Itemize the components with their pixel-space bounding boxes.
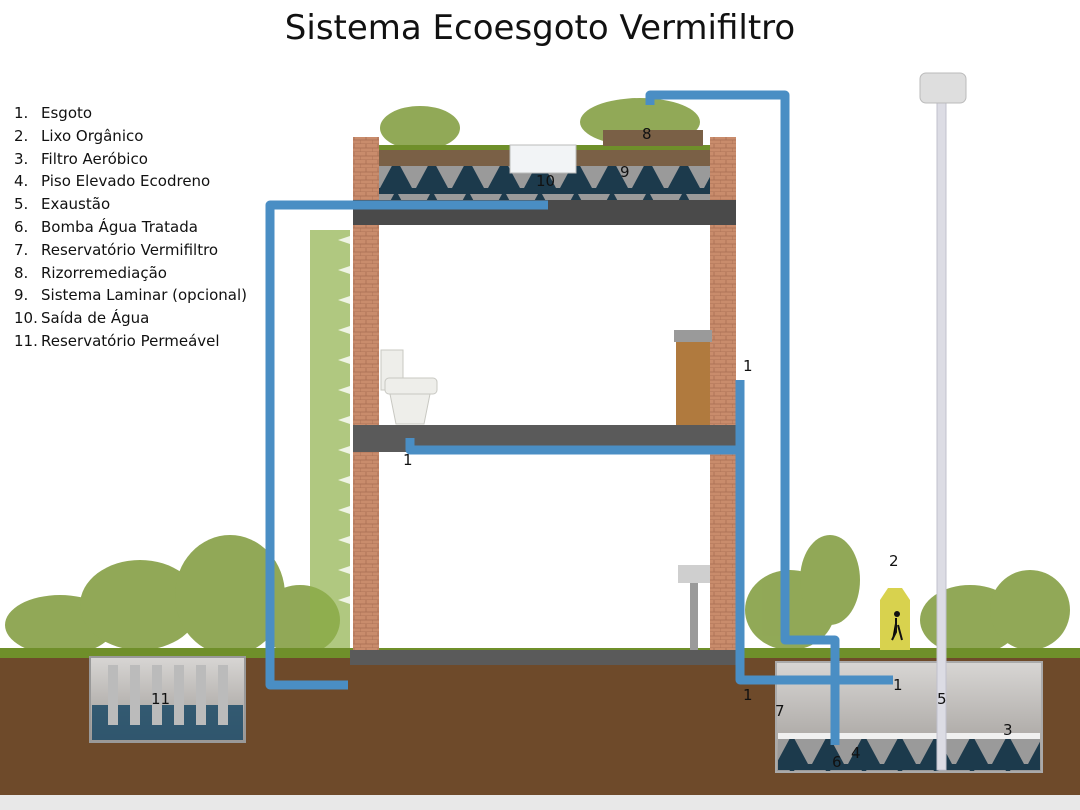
- legend-item: 7.Reservatório Vermifiltro: [14, 240, 219, 259]
- raised-floor: [778, 739, 1040, 771]
- exhaust-pole: [936, 99, 947, 771]
- label-1-sewage: 1: [743, 357, 753, 375]
- legend-item: 9.Sistema Laminar (opcional): [14, 286, 248, 305]
- legend-item: 2.Lixo Orgânico: [14, 126, 144, 145]
- sewage-pipe-main: [735, 380, 893, 685]
- ground-slab: [350, 650, 740, 665]
- label-1-tank: 1: [893, 676, 903, 694]
- legend-item: 11.Reservatório Permeável: [14, 331, 220, 350]
- water-outlet-grid: [509, 144, 577, 174]
- label-11: 11: [151, 690, 171, 708]
- exhaust-cap: [919, 72, 967, 104]
- legend-item: 8.Rizorremediação: [14, 263, 167, 282]
- legend-item: 10.Saída de Água: [14, 309, 150, 328]
- rhizoremediation-box: [603, 130, 703, 146]
- sewage-pipe-floor: [405, 438, 736, 455]
- aerobic-filter: [778, 733, 1040, 739]
- label-6: 6: [832, 753, 842, 771]
- toilet: [380, 349, 438, 425]
- sink-cabinet: [676, 340, 710, 425]
- label-2: 2: [889, 552, 899, 570]
- legend-item: 5.Exaustão: [14, 195, 111, 214]
- label-1-floor: 1: [403, 451, 413, 469]
- legend-item: 4.Piso Elevado Ecodreno: [14, 172, 211, 191]
- laundry-basin: [678, 565, 710, 650]
- legend-item: 6.Bomba Água Tratada: [14, 217, 198, 236]
- treated-water-pipe: [645, 90, 840, 745]
- label-7: 7: [775, 702, 785, 720]
- label-5: 5: [937, 690, 947, 708]
- legend-item: 1.Esgoto: [14, 104, 93, 122]
- pipes: [265, 90, 893, 745]
- diagram-title: Sistema Ecoesgoto Vermifiltro: [284, 8, 796, 48]
- legend: 1.Esgoto 2.Lixo Orgânico 3.Filtro Aeróbi…: [14, 102, 247, 353]
- label-4: 4: [851, 744, 861, 762]
- water-outlet-pipe: [265, 200, 548, 690]
- label-9: 9: [620, 163, 630, 181]
- green-wall: [310, 230, 350, 650]
- label-3: 3: [1003, 721, 1013, 739]
- organic-waste-bin: [880, 588, 910, 650]
- label-1-ground: 1: [743, 686, 753, 704]
- legend-item: 3.Filtro Aeróbico: [14, 149, 148, 168]
- label-8: 8: [642, 125, 652, 143]
- label-10: 10: [536, 172, 556, 190]
